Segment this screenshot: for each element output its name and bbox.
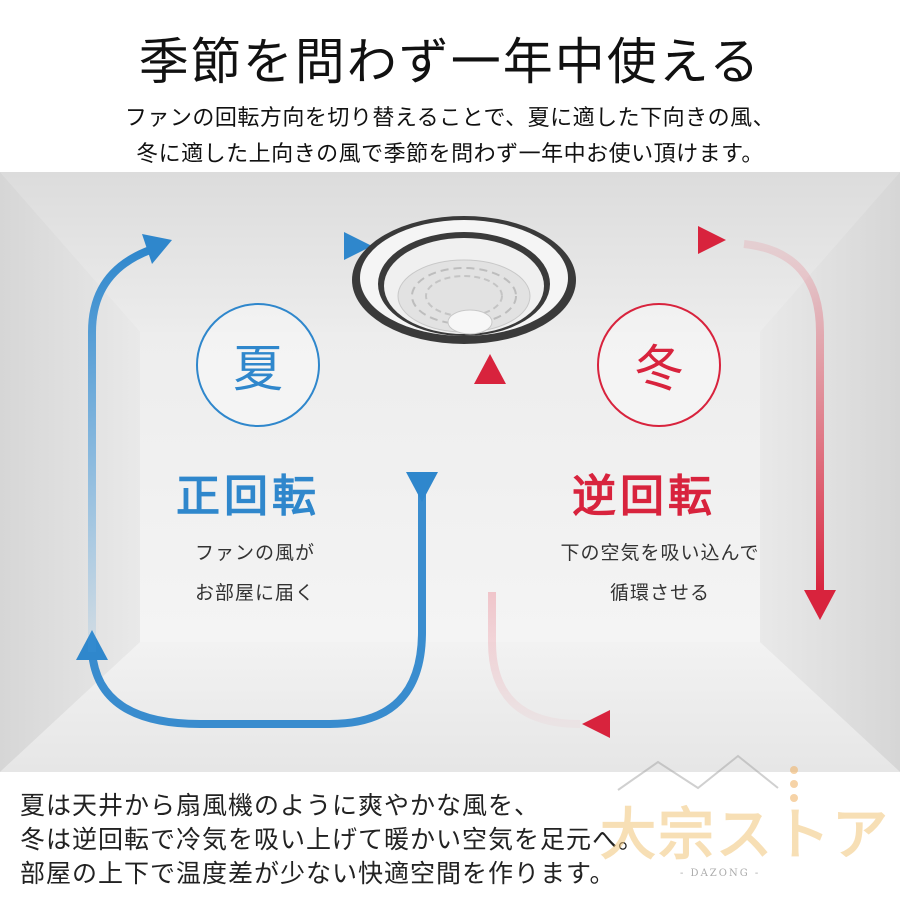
winter-desc-line-2: 循環させる	[609, 582, 710, 604]
footer	[0, 772, 900, 900]
summer-season-badge: 夏	[196, 303, 320, 427]
winter-airflow-arrows	[474, 226, 836, 738]
store-logo-subtext: - DAZONG -	[680, 868, 761, 879]
subtitle-line-1: ファンの回転方向を切り替えることで、夏に適した下向きの風、	[124, 106, 776, 131]
store-logo-icon	[617, 754, 798, 802]
winter-mode-label: 逆回転	[572, 471, 716, 522]
summer-airflow-arrows	[76, 232, 438, 728]
subtitle-line-2: 冬に適した上向きの風で季節を問わず一年中お使い頂けます。	[136, 142, 764, 167]
winter-description: 下の空気を吸い込んで 循環させる	[530, 533, 790, 613]
summer-desc-line-2: お部屋に届く	[194, 582, 315, 604]
winter-desc-line-1: 下の空気を吸い込んで	[560, 542, 760, 564]
ceiling-fan-icon	[352, 216, 576, 344]
winter-season-badge: 冬	[597, 303, 721, 427]
summer-mode-label: 正回転	[176, 471, 320, 522]
store-logo-text: 大宗ストア	[600, 803, 890, 868]
room-illustration	[0, 172, 900, 772]
footer-line-1: 夏は天井から扇風機のように爽やかな風を、	[20, 791, 541, 820]
summer-desc-line-1: ファンの風が	[194, 542, 315, 564]
footer-line-2: 冬は逆回転で冷気を吸い上げて暖かい空気を足元へ。	[20, 825, 645, 854]
header: 季節を問わず一年中使える ファンの回転方向を切り替えることで、夏に適した下向きの…	[0, 0, 900, 172]
summer-description: ファンの風が お部屋に届く	[150, 533, 360, 613]
footer-line-3: 部屋の上下で温度差が少ない快適空間を作ります。	[20, 859, 616, 888]
page-title: 季節を問わず一年中使える	[138, 33, 762, 91]
